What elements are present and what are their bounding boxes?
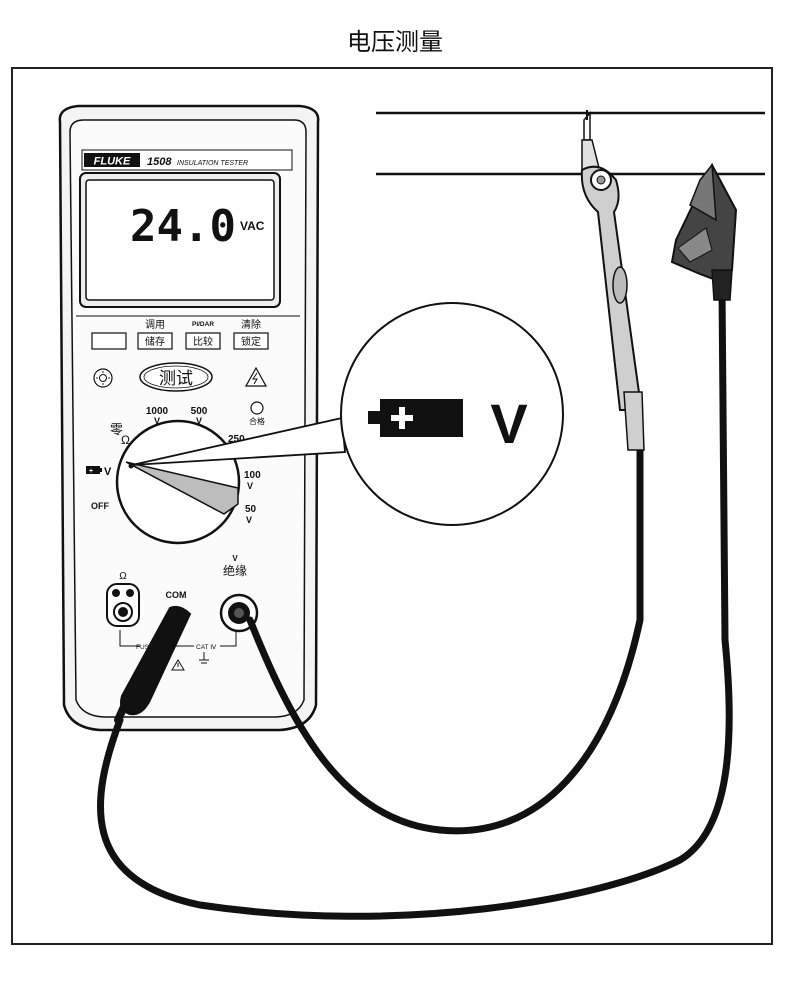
dial-ohm-label: Ω — [121, 433, 130, 447]
blank-button[interactable] — [91, 332, 127, 350]
dial-zoom-callout: V — [131, 302, 564, 526]
display-unit: VAC — [240, 219, 265, 233]
jack-v-label: V — [232, 554, 238, 563]
compare-button-label: 比较 — [193, 335, 213, 348]
btn-top-label-pidar: PI/DAR — [192, 321, 214, 328]
dial-zero-label: 零 — [110, 423, 123, 438]
ground-icon — [199, 652, 209, 664]
btn-top-label-clear: 清除 — [241, 318, 261, 331]
v-lead-cable — [246, 436, 644, 835]
test-button[interactable] — [139, 362, 213, 392]
dial-1000-label: 1000 — [146, 406, 169, 417]
jack-com-label: COM — [166, 590, 187, 600]
store-button-label: 储存 — [145, 335, 165, 348]
page-title: 电压测量 — [347, 28, 443, 56]
dial-off-label: OFF — [91, 501, 109, 511]
alligator-clip[interactable] — [670, 162, 738, 301]
compare-button[interactable] — [185, 332, 221, 350]
dial-250-label: 250 — [228, 434, 245, 445]
dial-100-label: 100 — [244, 470, 261, 481]
dial-1000-unit: V — [154, 416, 160, 426]
backlight-icon[interactable] — [93, 368, 113, 388]
jack-ohm-label: Ω — [119, 571, 127, 582]
pass-label: 合格 — [249, 416, 265, 426]
dial-100-unit: V — [247, 481, 253, 491]
test-button-label: 测试 — [159, 369, 193, 389]
dial-500-unit: V — [196, 416, 202, 426]
caution-icon — [171, 659, 185, 671]
dial-50-unit: V — [246, 515, 252, 525]
svg-text:+: + — [89, 468, 93, 475]
model-number: 1508 — [147, 156, 172, 168]
com-lead-cable — [97, 286, 733, 920]
dial-50-label: 50 — [245, 504, 257, 515]
rotary-dial[interactable] — [115, 419, 241, 545]
dial-v-label: V — [104, 466, 112, 478]
test-probe[interactable] — [580, 110, 645, 451]
diagram-frame — [11, 67, 773, 945]
dial-500-label: 500 — [191, 406, 208, 417]
ohm-jack-pair[interactable] — [106, 583, 140, 627]
cat-rating-label: CAT Ⅳ — [196, 644, 217, 651]
display-value: 24.0 — [130, 201, 236, 252]
lock-button[interactable] — [233, 332, 269, 350]
multimeter: FLUKE 1508 INSULATION TESTER 24.0 VAC 调用… — [58, 104, 320, 732]
store-button[interactable] — [137, 332, 173, 350]
dial-battery-icon: + — [86, 466, 102, 475]
lock-button-label: 锁定 — [241, 335, 261, 348]
hazard-warning-icon — [244, 366, 268, 387]
pass-indicator-icon — [250, 401, 264, 415]
model-description: INSULATION TESTER — [177, 160, 248, 167]
callout-v-label: V — [490, 392, 527, 455]
jack-insulation-label: 绝缘 — [223, 563, 247, 578]
btn-top-label-recall: 调用 — [145, 319, 165, 331]
brand-logo: FLUKE — [94, 156, 131, 168]
fuse-label: FUSE — [136, 644, 154, 651]
